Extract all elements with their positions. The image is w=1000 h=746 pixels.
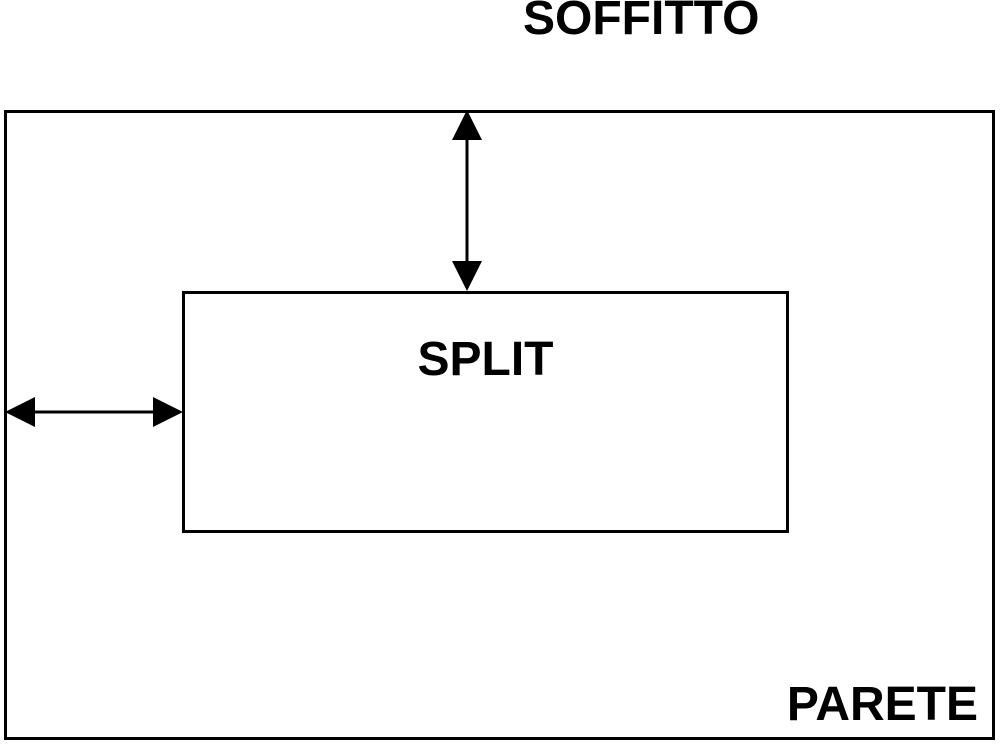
split-unit-label: SPLIT xyxy=(417,333,554,386)
split-unit-box: SPLIT xyxy=(182,291,789,533)
ceiling-label: SOFFITTO xyxy=(523,0,760,45)
wall-label: PARETE xyxy=(786,678,978,731)
